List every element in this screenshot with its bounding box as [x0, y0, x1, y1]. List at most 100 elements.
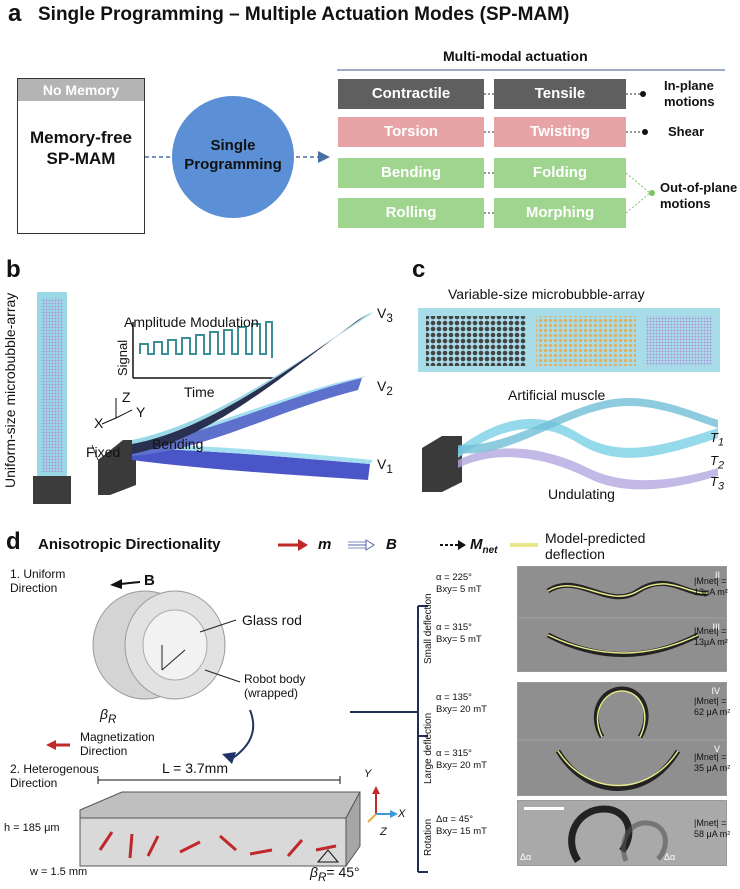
memory-free-box: No Memory Memory-free SP-MAM: [17, 78, 145, 234]
t3-label: T3: [710, 474, 724, 493]
beta-r-value: βR= 45°: [310, 864, 360, 884]
amplitude-modulation-label: Amplitude Modulation: [124, 314, 259, 330]
panel-a-connectors: [145, 69, 725, 214]
t1-sub: 1: [717, 436, 724, 449]
mode-torsion: Torsion: [338, 117, 484, 147]
v1-sub: 1: [386, 462, 393, 476]
outplane-label: Out-of-plane motions: [660, 180, 737, 212]
t1-label: T1: [710, 430, 724, 449]
frame2-bxy: Bxy= 5 mT: [436, 634, 482, 645]
length-label: L = 3.7mm: [162, 760, 229, 776]
uniform-array-label: Uniform-size microbubble-array: [2, 292, 18, 488]
no-memory-label: No Memory: [18, 79, 144, 101]
v2-sub: 2: [386, 384, 393, 398]
frame3-alpha: α = 135°: [436, 692, 472, 703]
frame1-alpha: α = 225°: [436, 572, 472, 583]
v3-text: V: [377, 305, 387, 321]
magnetization-line2: Direction: [80, 744, 128, 758]
bracket: [350, 605, 428, 873]
uniform-direction-label: 1. Uniform Direction: [10, 567, 65, 595]
mode-tensile: Tensile: [494, 79, 626, 109]
axis-z-d: Z: [380, 826, 387, 838]
delta-alpha-1: Δα: [520, 852, 532, 862]
large-deflection-label: Large deflection: [423, 712, 434, 784]
panel-b-letter: b: [6, 256, 21, 283]
inplane-label: In-plane motions: [664, 78, 715, 110]
t3-text: T: [710, 474, 718, 489]
bending-label: Bending: [152, 436, 204, 452]
uniform-array-strip: [33, 292, 71, 504]
uniform-line1: 1. Uniform: [10, 567, 66, 581]
frame3-mnet: |Mnet| = 62 μA m²: [694, 696, 730, 718]
frame-5: [517, 800, 727, 866]
t1-text: T: [710, 430, 718, 445]
beta-value-number: = 45°: [326, 864, 360, 880]
frame5-alpha: Δα = 45°: [436, 814, 474, 825]
frame4-mnet: |Mnet| = 35 μA m²: [694, 752, 730, 774]
artificial-muscle-label: Artificial muscle: [508, 387, 606, 403]
hetero-box-illustration: [79, 776, 361, 868]
variable-array-label: Variable-size microbubble-array: [448, 286, 645, 302]
mode-folding: Folding: [494, 158, 626, 188]
frame4-mnet-value: 35 μA m²: [694, 763, 731, 773]
frame3-params: α = 135° Bxy= 20 mT: [436, 692, 487, 716]
panel-a-title: Single Programming – Multiple Actuation …: [38, 4, 570, 25]
mode-morphing: Morphing: [494, 198, 626, 228]
v3-label: V3: [377, 305, 393, 325]
frame3-roman: IV: [711, 686, 720, 696]
frame4-bxy: Bxy= 20 mT: [436, 760, 487, 771]
mode-contractile: Contractile: [338, 79, 484, 109]
memory-free-line1: Memory-free: [29, 128, 133, 147]
cylinder-illustration: [46, 579, 255, 764]
frame2-params: α = 315° Bxy= 5 mT: [436, 622, 482, 646]
frame1-params: α = 225° Bxy= 5 mT: [436, 572, 482, 596]
frame2-mnet-value: 13μA m²: [694, 637, 728, 647]
beta-r-label: βR: [100, 706, 116, 726]
legend-m: m: [318, 536, 332, 553]
frame4-params: α = 315° Bxy= 20 mT: [436, 748, 487, 772]
v3-sub: 3: [386, 311, 393, 325]
single-line1: Single: [210, 137, 256, 154]
legend-arrows: [278, 539, 538, 551]
robot-body-line2: (wrapped): [244, 686, 299, 700]
t2-label: T2: [710, 453, 724, 472]
rotation-label: Rotation: [423, 818, 434, 856]
panel-a-letter: a: [8, 0, 22, 27]
b-field-label: B: [144, 572, 155, 589]
bending-illustration: [91, 312, 374, 495]
xyz-axes-d: [367, 786, 398, 823]
mode-twisting: Twisting: [494, 117, 626, 147]
shear-label: Shear: [668, 124, 705, 139]
t2-sub: 2: [717, 459, 724, 472]
axis-z-b: Z: [122, 389, 131, 405]
frame3-mnet-label: |Mnet| =: [694, 696, 727, 706]
axis-y-d: Y: [364, 768, 372, 780]
frame5-params: Δα = 45° Bxy= 15 mT: [436, 814, 487, 838]
memory-free-line2: SP-MAM: [46, 149, 116, 168]
frame1-mnet-label: |Mnet| =: [694, 576, 727, 586]
frame2-alpha: α = 315°: [436, 622, 472, 633]
frame1-mnet: |Mnet| = 13μA m²: [694, 576, 728, 598]
mode-bending: Bending: [338, 158, 484, 188]
frame3-bxy: Bxy= 20 mT: [436, 704, 487, 715]
frame2-mnet: |Mnet| = 13μA m²: [694, 626, 728, 648]
hetero-line1: 2. Heterogenous: [10, 762, 99, 776]
beta-value-sub: R: [318, 870, 327, 884]
v1-label: V1: [377, 456, 393, 476]
frame5-mnet-value: 58 μA m²: [694, 829, 731, 839]
time-axis-label: Time: [184, 384, 215, 400]
frame5-bxy: Bxy= 15 mT: [436, 826, 487, 837]
small-deflection-label: Small deflection: [423, 593, 434, 664]
frame1-mnet-value: 13μA m²: [694, 587, 728, 597]
frame2-mnet-label: |Mnet| =: [694, 626, 727, 636]
axis-y-b: Y: [136, 404, 146, 420]
height-label: h = 185 μm: [4, 822, 60, 834]
frame4-roman: V: [713, 744, 720, 754]
legend-mnet-sub: net: [482, 545, 498, 556]
signal-axis-label: Signal: [115, 339, 130, 376]
undulating-label: Undulating: [548, 486, 615, 502]
inplane-line2: motions: [664, 94, 715, 109]
frame4-alpha: α = 315°: [436, 748, 472, 759]
outplane-line2: motions: [660, 196, 711, 211]
hetero-line2: Direction: [10, 776, 58, 790]
